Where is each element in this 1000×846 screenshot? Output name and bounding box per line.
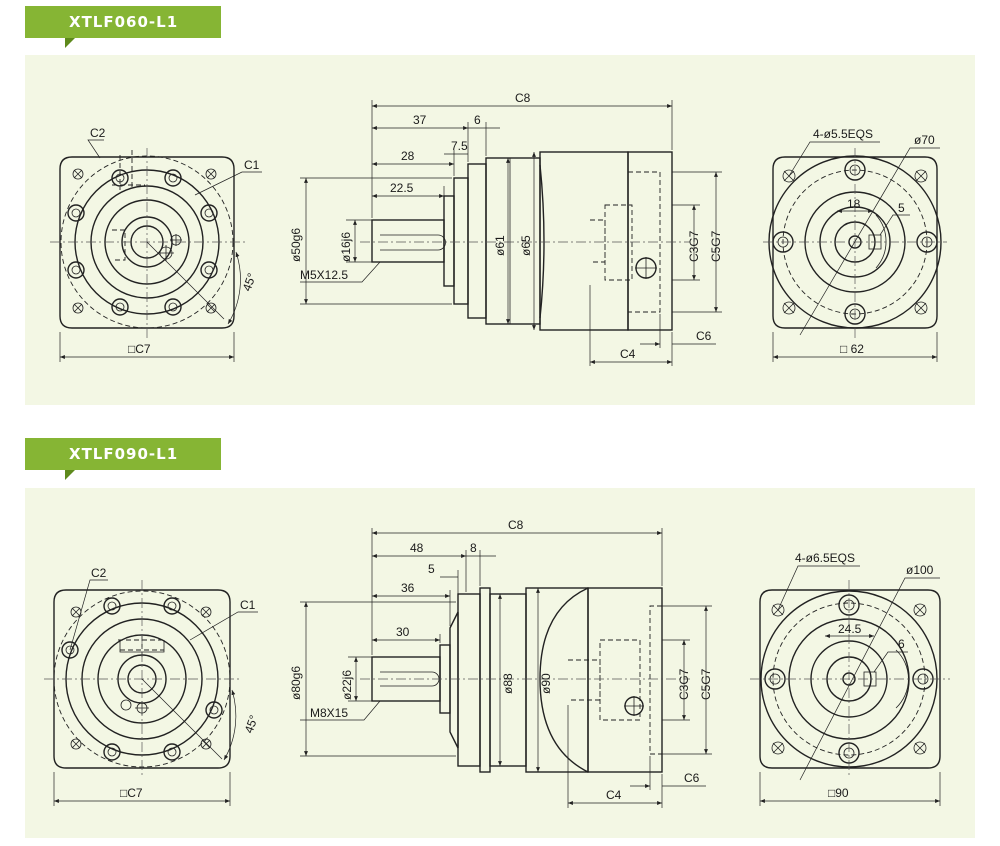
dim-c4: C4 [620, 347, 636, 361]
label-pcd: ø100 [906, 563, 934, 577]
dim-c3: C3G7 [677, 668, 691, 700]
dim-d61: ø61 [493, 235, 507, 256]
dim-d88: ø88 [501, 673, 515, 694]
dim-shaft: ø16j6 [339, 232, 353, 262]
dim-6: 6 [898, 637, 905, 651]
dim-c4: C4 [606, 788, 622, 802]
model-title: XTLF090-L1 [69, 445, 179, 463]
label-square: □C7 [120, 786, 143, 800]
dim-c8: C8 [515, 91, 531, 105]
dim-c5: C5G7 [709, 230, 723, 262]
dim-6: 6 [474, 113, 481, 127]
drawing-sheet-1: C2 C1 45° □C7 [50, 91, 947, 366]
dim-22-5: 22.5 [390, 181, 414, 195]
model-tag-2: XTLF090-L1 [25, 438, 221, 480]
dim-pilot: ø80g6 [289, 666, 303, 700]
dim-c5: C5G7 [699, 668, 713, 700]
dim-d90: ø90 [539, 673, 553, 694]
label-angle: 45° [240, 271, 259, 293]
dim-c6: C6 [696, 329, 712, 343]
flange-view: 4-ø6.5EQS ø100 24.5 6 □90 [750, 551, 950, 806]
dim-30: 30 [396, 625, 410, 639]
label-holes: 4-ø5.5EQS [813, 127, 873, 141]
model-tag-1: XTLF060-L1 [25, 6, 221, 48]
dim-5: 5 [898, 201, 905, 215]
dim-37: 37 [413, 113, 427, 127]
label-square: □ 62 [840, 342, 864, 356]
dim-pilot: ø50g6 [289, 228, 303, 262]
dim-18: 18 [847, 197, 861, 211]
label-holes: 4-ø6.5EQS [795, 551, 855, 565]
dim-8: 8 [470, 541, 477, 555]
flange-view: 4-ø5.5EQS ø70 18 5 □ 62 [763, 127, 947, 362]
label-square: □C7 [128, 342, 151, 356]
label-square: □90 [828, 786, 849, 800]
label-c2: C2 [91, 566, 107, 580]
dim-5: 5 [428, 562, 435, 576]
label-c1: C1 [240, 598, 256, 612]
label-c2: C2 [90, 126, 106, 140]
dim-48: 48 [410, 541, 424, 555]
front-view: C2 C1 45° □C7 [44, 566, 261, 806]
dim-c3: C3G7 [687, 230, 701, 262]
drawing-panel-1 [25, 55, 975, 405]
label-pcd: ø70 [914, 133, 935, 147]
dim-24-5: 24.5 [838, 622, 862, 636]
label-c1: C1 [244, 158, 260, 172]
model-title: XTLF060-L1 [69, 13, 179, 31]
dim-c6: C6 [684, 771, 700, 785]
label-angle: 45° [242, 713, 261, 735]
dim-shaft: ø22j6 [340, 670, 354, 700]
side-view: C8 37 6 7.5 28 22.5 ø50g6 ø16j6 M5X12.5 … [289, 91, 723, 366]
dim-c8: C8 [508, 518, 524, 532]
dim-thread: M8X15 [310, 706, 348, 720]
side-view: C8 48 8 5 36 30 ø80g6 ø22j6 M8X15 ø88 ø9… [289, 518, 713, 808]
dim-d65: ø65 [519, 235, 533, 256]
dim-28: 28 [401, 149, 415, 163]
dim-thread: M5X12.5 [300, 268, 348, 282]
front-view: C2 C1 45° □C7 [50, 126, 262, 362]
dim-7-5: 7.5 [451, 139, 468, 153]
dim-36: 36 [401, 581, 415, 595]
